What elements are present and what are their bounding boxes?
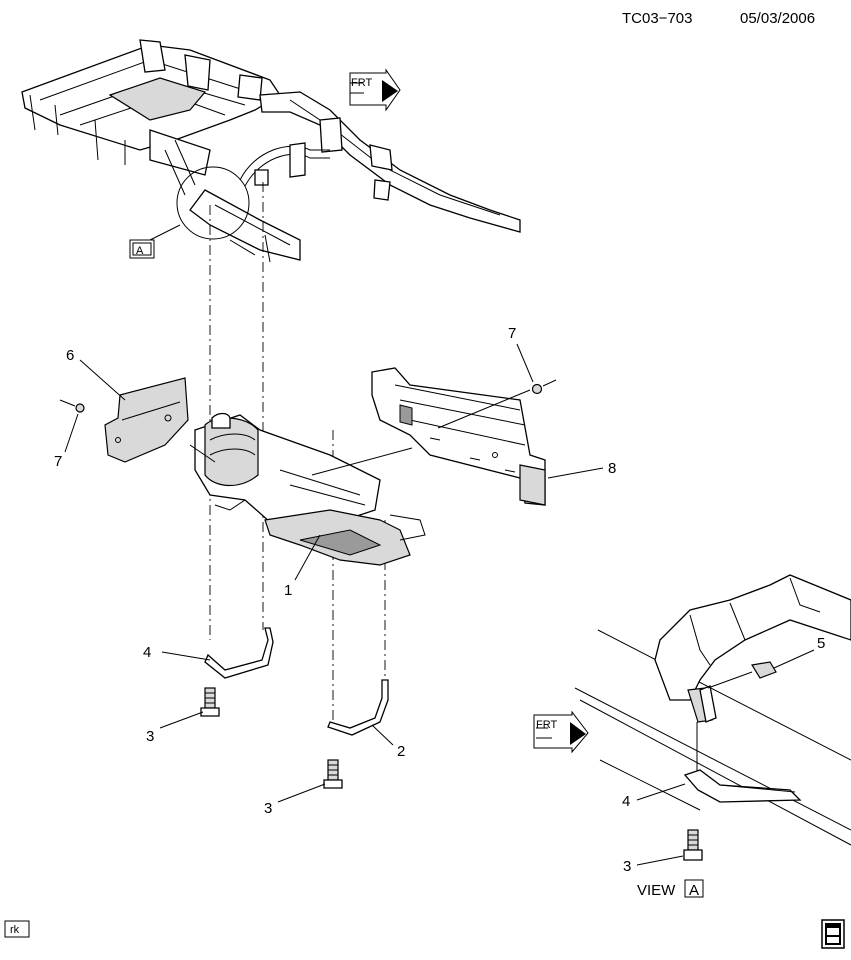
footer-tag-box (4, 920, 30, 938)
footer-tag: rk (10, 924, 20, 936)
bolt-left (200, 687, 220, 717)
callout-2: 2 (397, 743, 405, 760)
callout-1: 1 (284, 582, 292, 599)
callout-5: 5 (817, 635, 825, 652)
callout-7: 7 (508, 325, 516, 342)
callout-7: 7 (54, 453, 62, 470)
washer-left (59, 399, 85, 413)
callout-6: 6 (66, 347, 74, 364)
frt-label-view: FRT (536, 719, 557, 731)
fuel-tank (194, 412, 426, 566)
view-caption: VIEW (637, 882, 676, 899)
nut-right (531, 379, 557, 395)
view-caption-letter: A (689, 882, 699, 899)
doc-date: 05/03/2006 (740, 10, 815, 27)
strap-right (327, 679, 389, 736)
front-direction-indicator-view: FRT (533, 710, 589, 754)
frt-label: FRT (351, 77, 372, 89)
callout-3: 3 (146, 728, 154, 745)
doc-code: TC03−703 (622, 10, 692, 27)
callout-3: 3 (264, 800, 272, 817)
callout-4: 4 (143, 644, 151, 661)
view-a-detail (574, 574, 851, 861)
callout-box-a (129, 239, 155, 259)
heat-shield-left (104, 377, 189, 463)
callout-box-a-letter: A (136, 245, 144, 257)
callout-8: 8 (608, 460, 616, 477)
heat-shield-right (371, 367, 546, 506)
callout-3: 3 (623, 858, 631, 875)
strap-left (204, 627, 274, 679)
vehicle-frame (21, 39, 521, 263)
front-direction-indicator: FRT (349, 68, 401, 112)
gm-spo-logo (821, 919, 845, 949)
bolt-middle (323, 759, 343, 789)
callout-4: 4 (622, 793, 630, 810)
detail-circle (176, 166, 250, 240)
